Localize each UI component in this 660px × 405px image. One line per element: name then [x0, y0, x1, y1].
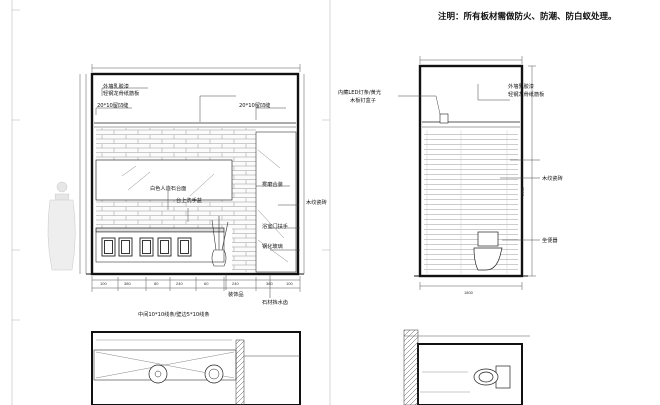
label-counter-basin: 台上洗手盆 [176, 196, 203, 204]
dim-8: 100 [286, 281, 293, 286]
right-elevation: 1800 2400 内藏LED灯条/黄光 木板钉盒子 外墙乳胶漆 轻钢龙骨纸筋板… [338, 56, 563, 295]
dim-5: 60 [204, 281, 209, 286]
label-door-handle: 浴室门扶手 [262, 222, 288, 230]
label-wood-tile: 木纹瓷砖 [306, 198, 327, 206]
toilet-elevation [473, 231, 503, 271]
dim-width: 1800 [464, 290, 474, 295]
label-shadow-gap-right: 20*10留凹缝 [239, 101, 270, 109]
label-wood-box: 木板钉盒子 [350, 96, 376, 104]
dim-3: 80 [154, 281, 159, 286]
label-ceiling-paint: 外墙乳胶漆 [103, 82, 129, 90]
dim-height: 2400 [520, 186, 525, 196]
vanity-cabinet [95, 231, 225, 263]
left-elevation: 100 380 80 240 60 240 380 100 外墙乳胶漆 轻钢龙骨… [79, 64, 327, 318]
label-tempered-glass: 钢化玻璃 [262, 242, 283, 250]
decoration-vase [211, 216, 229, 267]
label-right-ceiling-board: 轻钢龙骨纸筋板 [508, 90, 545, 98]
dim-6: 240 [232, 281, 239, 286]
label-marble-top: 白色人造石台面 [150, 184, 186, 192]
wood-tile-wall [424, 130, 518, 274]
left-plan-view [91, 331, 301, 405]
label-bottom-note: 中间10*10线条/壁边5*10线条 [138, 310, 210, 318]
label-mirror: 雾磨合装 [262, 180, 283, 188]
label-right-wood-tile: 木纹瓷砖 [542, 174, 563, 182]
label-shadow-gap-left: 20*10留凹缝 [97, 101, 128, 109]
label-toilet: 坐便器 [542, 236, 558, 244]
sheet-frame [11, 0, 331, 405]
right-plan-view [403, 329, 530, 405]
dim-4: 240 [176, 281, 183, 286]
label-right-ceiling-paint: 外墙乳胶漆 [508, 82, 534, 90]
label-decoration: 装饰品 [228, 290, 244, 298]
scale-figure [47, 181, 76, 271]
glass-door [255, 131, 297, 273]
label-ceiling-board: 轻钢龙骨纸筋板 [103, 89, 140, 97]
dim-1: 100 [100, 281, 107, 286]
label-light-trough: 内藏LED灯条/黄光 [338, 88, 381, 96]
dim-2: 380 [124, 281, 131, 286]
dim-7: 380 [266, 281, 273, 286]
mirror [95, 159, 233, 201]
cabinet-doors [101, 237, 192, 257]
label-stone-sill: 石材挡水齿 [262, 298, 288, 306]
header-note: 注明：所有板材需做防火、防潮、防白蚁处理。 [438, 11, 617, 22]
